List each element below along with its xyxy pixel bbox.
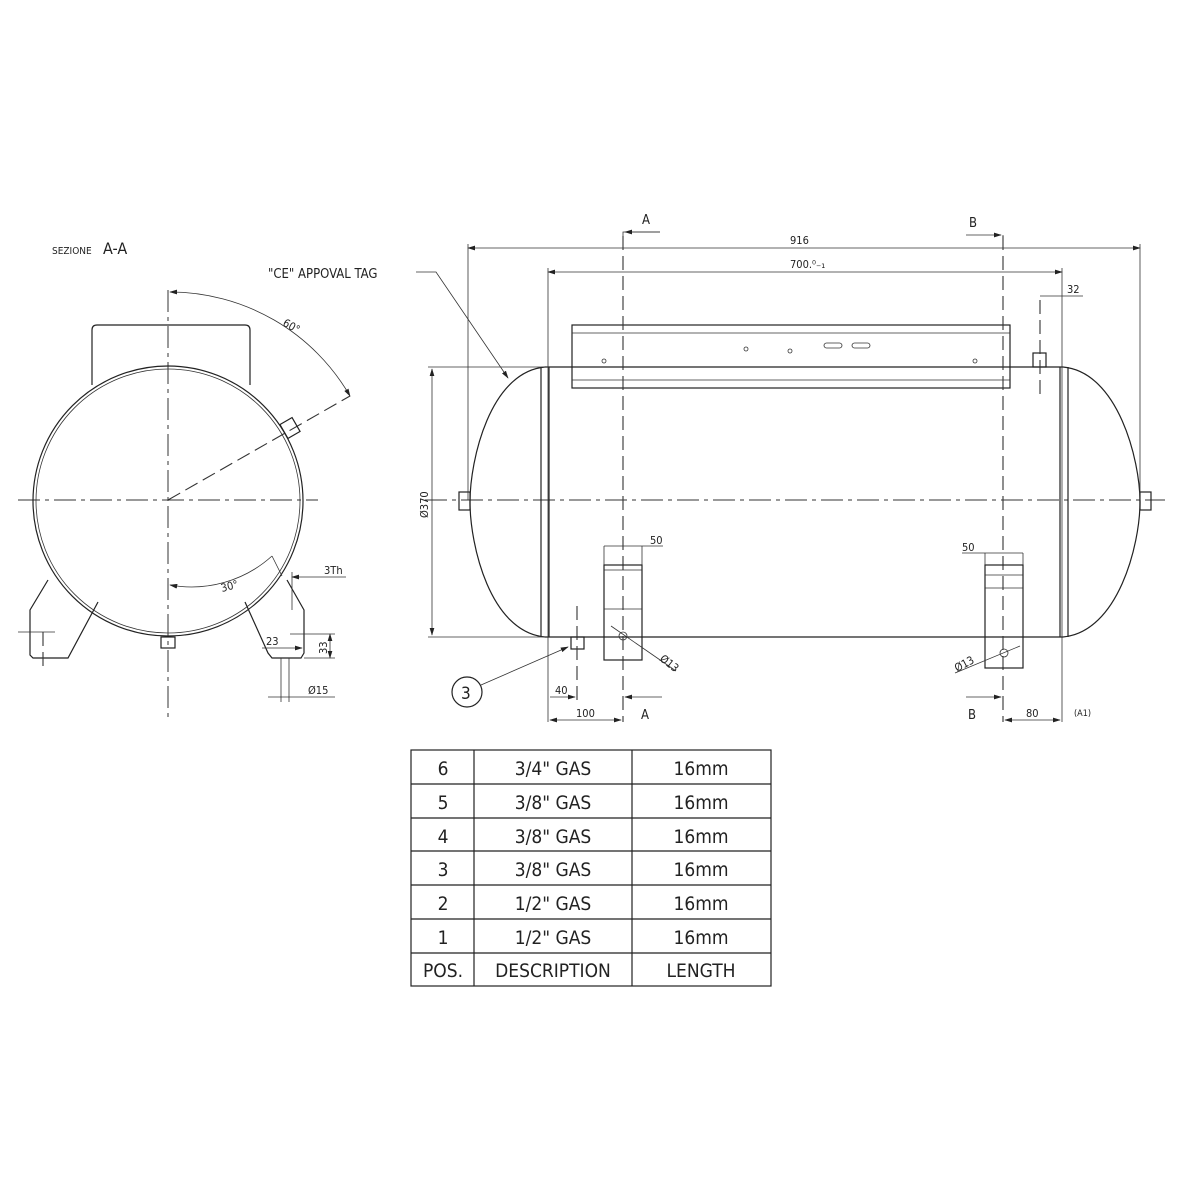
table-row: 2 1/2" GAS 16mm bbox=[438, 893, 729, 915]
bracket-slot bbox=[851, 342, 871, 349]
angle-30-label: 30° bbox=[219, 578, 239, 595]
row-length: 16mm bbox=[673, 893, 728, 915]
right-end-nozzle bbox=[1139, 491, 1152, 511]
row-length: 16mm bbox=[673, 758, 728, 780]
angle-arc-30 bbox=[169, 555, 273, 589]
row-description: 3/8" GAS bbox=[515, 792, 592, 814]
section-view-a-a: SEZIONE A-A 60° 30° 3Th 33 23 bbox=[18, 239, 351, 722]
dim-d370: Ø370 bbox=[418, 491, 431, 518]
top-bracket bbox=[571, 324, 1011, 389]
angle-arc-60 bbox=[169, 289, 351, 397]
row-description: 1/2" GAS bbox=[515, 893, 592, 915]
port-nozzle-60 bbox=[279, 416, 301, 440]
row-description: 3/8" GAS bbox=[515, 859, 592, 881]
bracket-hole bbox=[972, 358, 978, 364]
table-row: 5 3/8" GAS 16mm bbox=[438, 792, 729, 814]
foot-right bbox=[984, 564, 1024, 669]
foot-left bbox=[29, 579, 99, 659]
row-description: 1/2" GAS bbox=[515, 927, 592, 949]
sheet-ref: (A1) bbox=[1074, 709, 1091, 719]
callout-3-leader bbox=[480, 646, 569, 686]
bracket-hole bbox=[787, 348, 793, 354]
section-a-bottom-label: A bbox=[641, 708, 649, 723]
dim-50-right: 50 bbox=[962, 541, 975, 554]
table-row: 3 3/8" GAS 16mm bbox=[438, 859, 729, 881]
foot-left-hole bbox=[618, 631, 628, 641]
row-description: 3/4" GAS bbox=[515, 758, 592, 780]
dim-916: 916 bbox=[790, 234, 809, 247]
table-row: 1 1/2" GAS 16mm bbox=[438, 927, 729, 949]
table-header-row: POS. DESCRIPTION LENGTH bbox=[423, 960, 736, 982]
dim-80: 80 bbox=[1026, 707, 1039, 720]
header-length: LENGTH bbox=[667, 960, 736, 982]
angle-60-label: 60° bbox=[281, 316, 303, 336]
ce-tag-callout: "CE" APPOVAL TAG bbox=[268, 267, 377, 282]
dim-33: 33 bbox=[317, 641, 330, 654]
dim-23: 23 bbox=[266, 635, 279, 648]
row-pos: 5 bbox=[438, 792, 449, 814]
tank-shell-section bbox=[32, 365, 304, 637]
bracket-hole bbox=[743, 346, 749, 352]
port-axis-60 bbox=[167, 395, 351, 501]
callout-balloon-3 bbox=[451, 676, 483, 708]
header-description: DESCRIPTION bbox=[495, 960, 611, 982]
row-length: 16mm bbox=[673, 826, 728, 848]
row-length: 16mm bbox=[673, 927, 728, 949]
angle-30-leader bbox=[271, 555, 283, 577]
section-label: A-A bbox=[103, 239, 127, 258]
left-end-nozzle bbox=[458, 491, 471, 511]
dim-100: 100 bbox=[576, 707, 595, 720]
foot-right-hole bbox=[999, 648, 1009, 658]
callout-3-label: 3 bbox=[461, 684, 471, 704]
row-pos: 6 bbox=[438, 758, 449, 780]
dim-50-left: 50 bbox=[650, 534, 663, 547]
section-b-top-label: B bbox=[969, 216, 977, 231]
row-pos: 2 bbox=[438, 893, 449, 915]
dim-d13-left-leader bbox=[610, 625, 677, 672]
table-row: 6 3/4" GAS 16mm bbox=[438, 758, 729, 780]
table-row: 4 3/8" GAS 16mm bbox=[438, 826, 729, 848]
ce-tag-leader bbox=[416, 271, 509, 379]
row-length: 16mm bbox=[673, 859, 728, 881]
left-head bbox=[469, 366, 546, 638]
section-a-arrow-top bbox=[622, 231, 660, 238]
table-border bbox=[410, 749, 772, 987]
header-pos: POS. bbox=[423, 960, 463, 982]
bracket-hole bbox=[601, 358, 607, 364]
dim-d15: Ø15 bbox=[308, 684, 328, 697]
side-view: "CE" APPOVAL TAG A B bbox=[268, 213, 1165, 723]
row-pos: 4 bbox=[438, 826, 449, 848]
row-pos: 3 bbox=[438, 859, 449, 881]
section-label-small: SEZIONE bbox=[52, 246, 92, 257]
parts-table: 6 3/4" GAS 16mm 5 3/8" GAS 16mm 4 3/8" G… bbox=[410, 749, 772, 987]
section-a-top-label: A bbox=[642, 213, 650, 228]
section-b-bottom-label: B bbox=[968, 708, 976, 723]
tank-shell-inner bbox=[35, 368, 301, 634]
dim-d13-right: Ø13 bbox=[952, 654, 976, 675]
row-description: 3/8" GAS bbox=[515, 826, 592, 848]
dim-700: 700.⁰₋₁ bbox=[790, 258, 825, 271]
foot-right bbox=[244, 579, 305, 659]
row-length: 16mm bbox=[673, 792, 728, 814]
right-head bbox=[1062, 366, 1141, 638]
bottom-drain-nozzle bbox=[160, 636, 176, 649]
dim-3th: 3Th bbox=[324, 564, 343, 577]
bracket-slot bbox=[823, 342, 843, 349]
row-pos: 1 bbox=[438, 927, 449, 949]
dim-d13-right-leader bbox=[954, 645, 1021, 674]
foot-left bbox=[603, 564, 643, 661]
dim-40: 40 bbox=[555, 684, 568, 697]
dim-32: 32 bbox=[1067, 283, 1080, 296]
dim-d13-left: Ø13 bbox=[657, 652, 681, 675]
